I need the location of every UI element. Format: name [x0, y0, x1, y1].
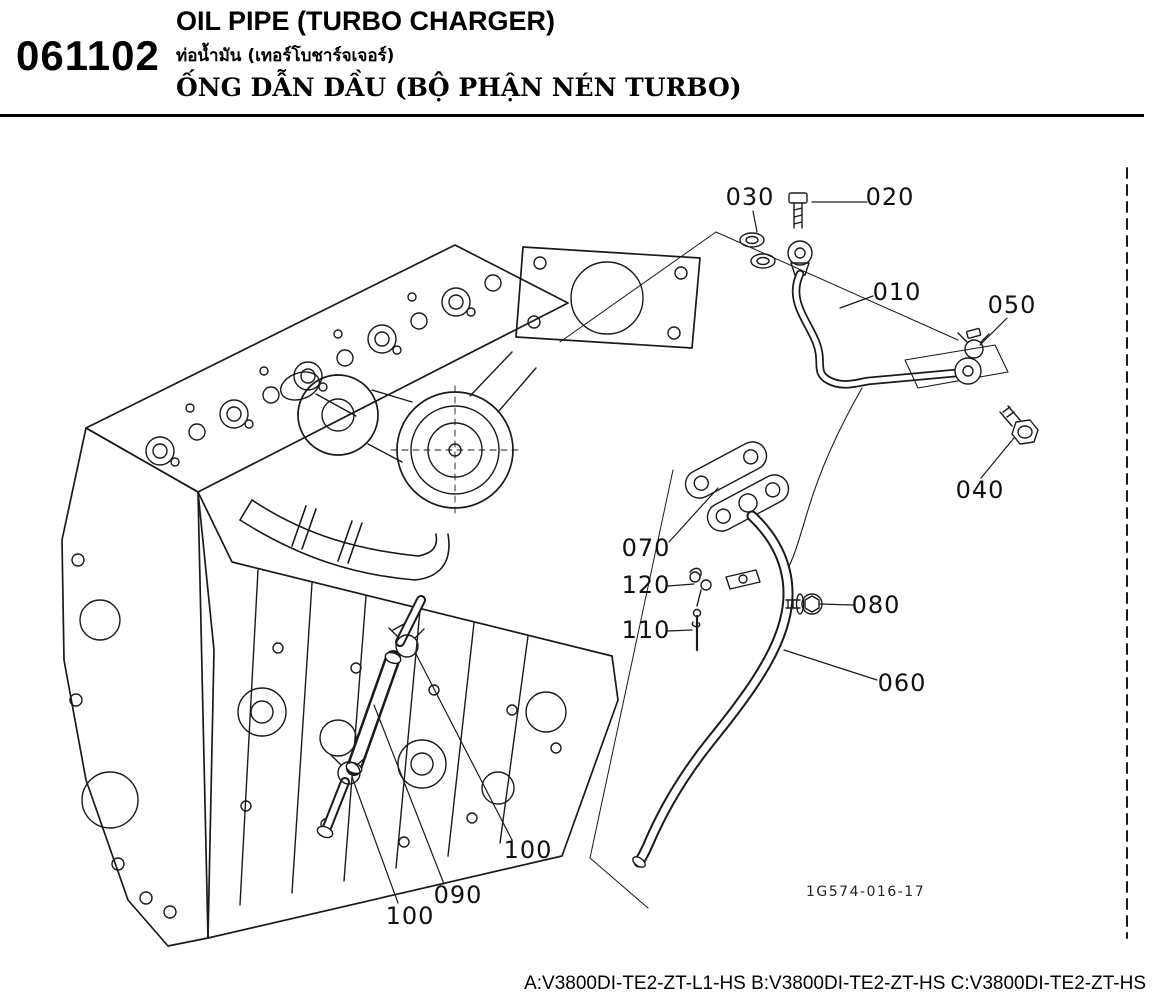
part-120-clip-drawing — [689, 567, 712, 607]
part-090-hose-drawing — [316, 595, 426, 839]
callout-090: 090 — [433, 881, 483, 909]
part-050-clamp-drawing — [957, 327, 990, 359]
callout-110: 110 — [621, 616, 671, 644]
part-110-pin-drawing — [691, 608, 702, 652]
drawing-number: 1G574-016-17 — [806, 884, 926, 900]
callout-100-b: 100 — [385, 902, 435, 930]
page-title-block: OIL PIPE (TURBO CHARGER) ท่อน้ำมัน (เทอร… — [176, 6, 742, 102]
callout-leader-lines — [351, 201, 1015, 904]
page-title-thai: ท่อน้ำมัน (เทอร์โบชาร์จเจอร์) — [176, 46, 395, 67]
part-020-bolt-drawing — [788, 192, 808, 229]
callout-040: 040 — [955, 476, 1005, 504]
callout-060: 060 — [877, 669, 927, 697]
callout-120: 120 — [621, 571, 671, 599]
page-title-vietnamese: ỐNG DẪN DẦU (BỘ PHẬN NÉN TURBO) — [176, 73, 742, 103]
part-040-bolt-drawing — [999, 405, 1039, 445]
model-codes-footer: A:V3800DI-TE2-ZT-L1-HS B:V3800DI-TE2-ZT-… — [524, 973, 1146, 994]
header-divider-rule — [0, 114, 1144, 117]
callout-080: 080 — [851, 591, 901, 619]
exhaust-manifold-drawing — [239, 499, 450, 581]
engine-block-drawing — [61, 244, 619, 947]
part-060-drain-pipe-drawing — [632, 510, 794, 868]
callout-100-a: 100 — [503, 836, 553, 864]
callout-010: 010 — [872, 278, 922, 306]
callout-030: 030 — [725, 183, 775, 211]
part-080-bolt-drawing — [785, 593, 823, 615]
part-070-flange-drawing — [684, 441, 790, 532]
part-100-clamp-upper-drawing — [388, 623, 425, 658]
projection-lines — [559, 231, 959, 909]
part-010-oil-pipe-drawing — [785, 240, 1009, 573]
callout-050: 050 — [987, 291, 1037, 319]
turbocharger-drawing — [279, 246, 701, 515]
part-100-clamp-lower-drawing — [330, 754, 367, 785]
callout-020: 020 — [865, 183, 915, 211]
page-title-english: OIL PIPE (TURBO CHARGER) — [176, 6, 556, 36]
part-030-washers-drawing — [739, 232, 776, 269]
page-code: 061102 — [16, 32, 160, 79]
callout-070: 070 — [621, 534, 671, 562]
